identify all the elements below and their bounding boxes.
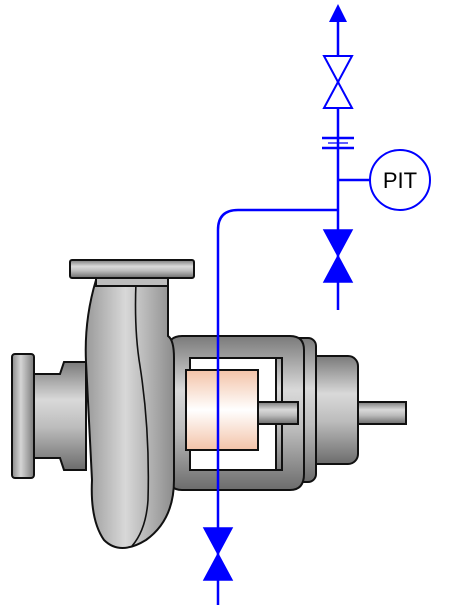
discharge-flange (69, 259, 195, 279)
seal-chamber (185, 369, 259, 451)
volute-ridge (131, 281, 150, 547)
drain-valve-closed-upper[interactable] (322, 229, 354, 283)
instrument-lines (216, 22, 370, 605)
drain-valve-closed-lower[interactable] (202, 527, 234, 581)
upper-isolation-valve-open[interactable] (322, 55, 354, 109)
suction-nozzle (33, 361, 87, 471)
motor-coupling-shaft (257, 401, 299, 425)
discharge-neck (95, 277, 169, 287)
pressure-indicator-transmitter[interactable]: PIT (369, 149, 431, 211)
outlet-arrow-icon (329, 4, 347, 22)
centrifugal-pump (11, 259, 407, 549)
volute-casing (84, 279, 175, 549)
pit-label: PIT (383, 168, 417, 193)
flow-orifice-flange (322, 136, 354, 150)
pit-bubble (369, 149, 431, 211)
suction-flange (11, 353, 35, 479)
